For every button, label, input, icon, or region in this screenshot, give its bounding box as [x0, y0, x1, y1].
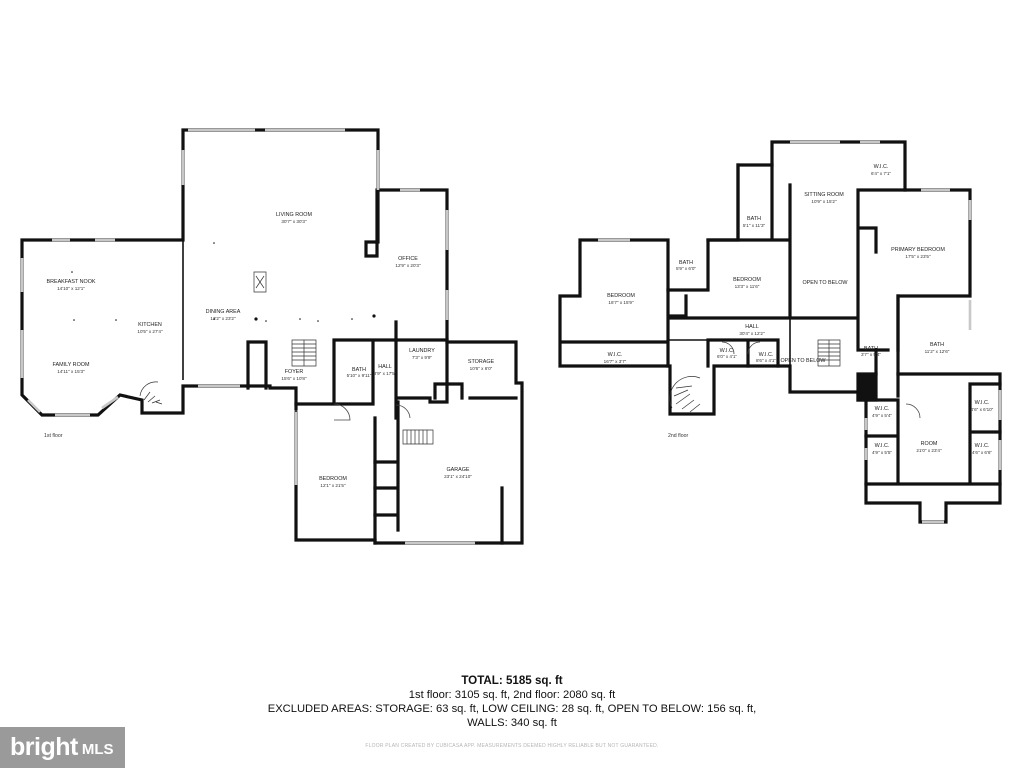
room-name: W.I.C. [608, 352, 623, 358]
room-name: HALL [745, 324, 759, 330]
area-summary: TOTAL: 5185 sq. ft 1st floor: 3105 sq. f… [0, 674, 1024, 730]
room-dims: 21'0" x 23'4" [916, 448, 942, 453]
room-dims: 6'0" x 4'1" [717, 354, 737, 359]
room-dims: 10'9" x 15'2" [811, 199, 837, 204]
room-name: BATH [679, 260, 693, 266]
room-dims: 11'2" x 12'6" [925, 349, 950, 354]
room-name: LIVING ROOM [276, 212, 312, 218]
room-name: OPEN TO BELOW [802, 280, 848, 286]
room-name: GARAGE [446, 467, 469, 473]
room-name: SITTING ROOM [804, 192, 844, 198]
room-name: W.I.C. [720, 348, 735, 354]
room-name: BATH [930, 342, 944, 348]
room-name: BATH [352, 367, 366, 373]
walls-area: WALLS: 340 sq. ft [467, 717, 557, 729]
room-dims: 10'6" x 6'0" [470, 366, 493, 371]
room-name: W.I.C. [874, 164, 889, 170]
room-dims: 3'9" x 17'5" [374, 371, 397, 376]
room-name: PRIMARY BEDROOM [891, 247, 945, 253]
room-name: FOYER [285, 369, 304, 375]
room-dims: 15'6" x 10'8" [281, 376, 307, 381]
room-dims: 4'6" x 6'10" [971, 407, 994, 412]
room-name: W.I.C. [975, 443, 990, 449]
excluded-areas: EXCLUDED AREAS: STORAGE: 63 sq. ft, LOW … [267, 703, 757, 715]
room-dims: 7'3" x 9'9" [412, 355, 432, 360]
floor-label-2nd: 2nd floor [668, 433, 688, 439]
room-name: BEDROOM [319, 476, 347, 482]
room-dims: 23'1" x 24'10" [444, 474, 472, 479]
room-dims: 14'11" x 15'3" [57, 369, 85, 374]
floorplan-credit: FLOOR PLAN CREATED BY CUBICASA APP. MEAS… [365, 743, 659, 749]
room-dims: 16'7" x 3'7" [604, 359, 627, 364]
room-name: BATH [747, 216, 761, 222]
room-name: W.I.C. [875, 406, 890, 412]
room-dims: 6'4" x 7'1" [871, 171, 891, 176]
bright-mls-logo: bright MLS [0, 727, 125, 768]
room-dims: 5'1" x 11'3" [743, 223, 766, 228]
room-name: W.I.C. [975, 400, 990, 406]
room-name: ROOM [921, 441, 938, 447]
floor-label-1st: 1st floor [44, 433, 63, 439]
room-name: W.I.C. [875, 443, 890, 449]
second-floor-room-labels: W.I.C. 6'4" x 7'1" SITTING ROOM 10'9" x … [604, 164, 994, 455]
room-dims: 12'9" x 20'3" [395, 263, 421, 268]
room-dims: 8'6" x 4'1" [756, 358, 776, 363]
room-dims: 17'5" x 23'5" [905, 254, 931, 259]
first-floor-plan: 1st floor [20, 128, 524, 545]
room-dims: 5'10" x 9'11" [347, 373, 372, 378]
first-floor-room-labels: BREAKFAST NOOK 14'10" x 12'1" FAMILY ROO… [46, 212, 494, 488]
room-name: W.I.C. [759, 352, 774, 358]
room-name: KITCHEN [138, 322, 162, 328]
room-name: DINING AREA [206, 309, 241, 315]
room-name: OPEN TO BELOW [780, 358, 826, 364]
room-dims: 30'4" x 12'2" [739, 331, 765, 336]
logo-brand: bright [10, 733, 78, 761]
room-dims: 4'9" x 5'5" [872, 450, 892, 455]
room-dims: 13'3" x 11'6" [735, 284, 760, 289]
room-dims: 10'5" x 27'4" [137, 329, 163, 334]
room-dims: 16'7" x 15'9" [608, 300, 634, 305]
room-dims: 12'1" x 21'5" [320, 483, 346, 488]
logo-suffix: MLS [81, 741, 114, 758]
room-dims: 14'10" x 12'1" [57, 286, 85, 291]
total-area: TOTAL: 5185 sq. ft [461, 674, 563, 687]
room-name: BATH [864, 346, 878, 352]
room-name: BREAKFAST NOOK [46, 279, 95, 285]
room-name: BEDROOM [607, 293, 635, 299]
second-floor-plan: 2nd floor [558, 140, 1002, 524]
room-name: BEDROOM [733, 277, 761, 283]
room-dims: 13'2" x 23'2" [210, 316, 236, 321]
room-name: FAMILY ROOM [53, 362, 90, 368]
room-dims: 30'7" x 30'3" [281, 219, 307, 224]
room-name: OFFICE [398, 256, 418, 262]
room-dims: 4'9" x 5'4" [872, 413, 892, 418]
floor-areas: 1st floor: 3105 sq. ft, 2nd floor: 2080 … [408, 689, 616, 701]
room-name: LAUNDRY [409, 348, 435, 354]
room-dims: 5'9" x 6'0" [676, 266, 696, 271]
room-name: HALL [378, 364, 392, 370]
room-name: STORAGE [468, 359, 495, 365]
room-dims: 4'6" x 6'6" [972, 450, 992, 455]
room-dims: 3'7" x 5'4" [861, 352, 881, 357]
